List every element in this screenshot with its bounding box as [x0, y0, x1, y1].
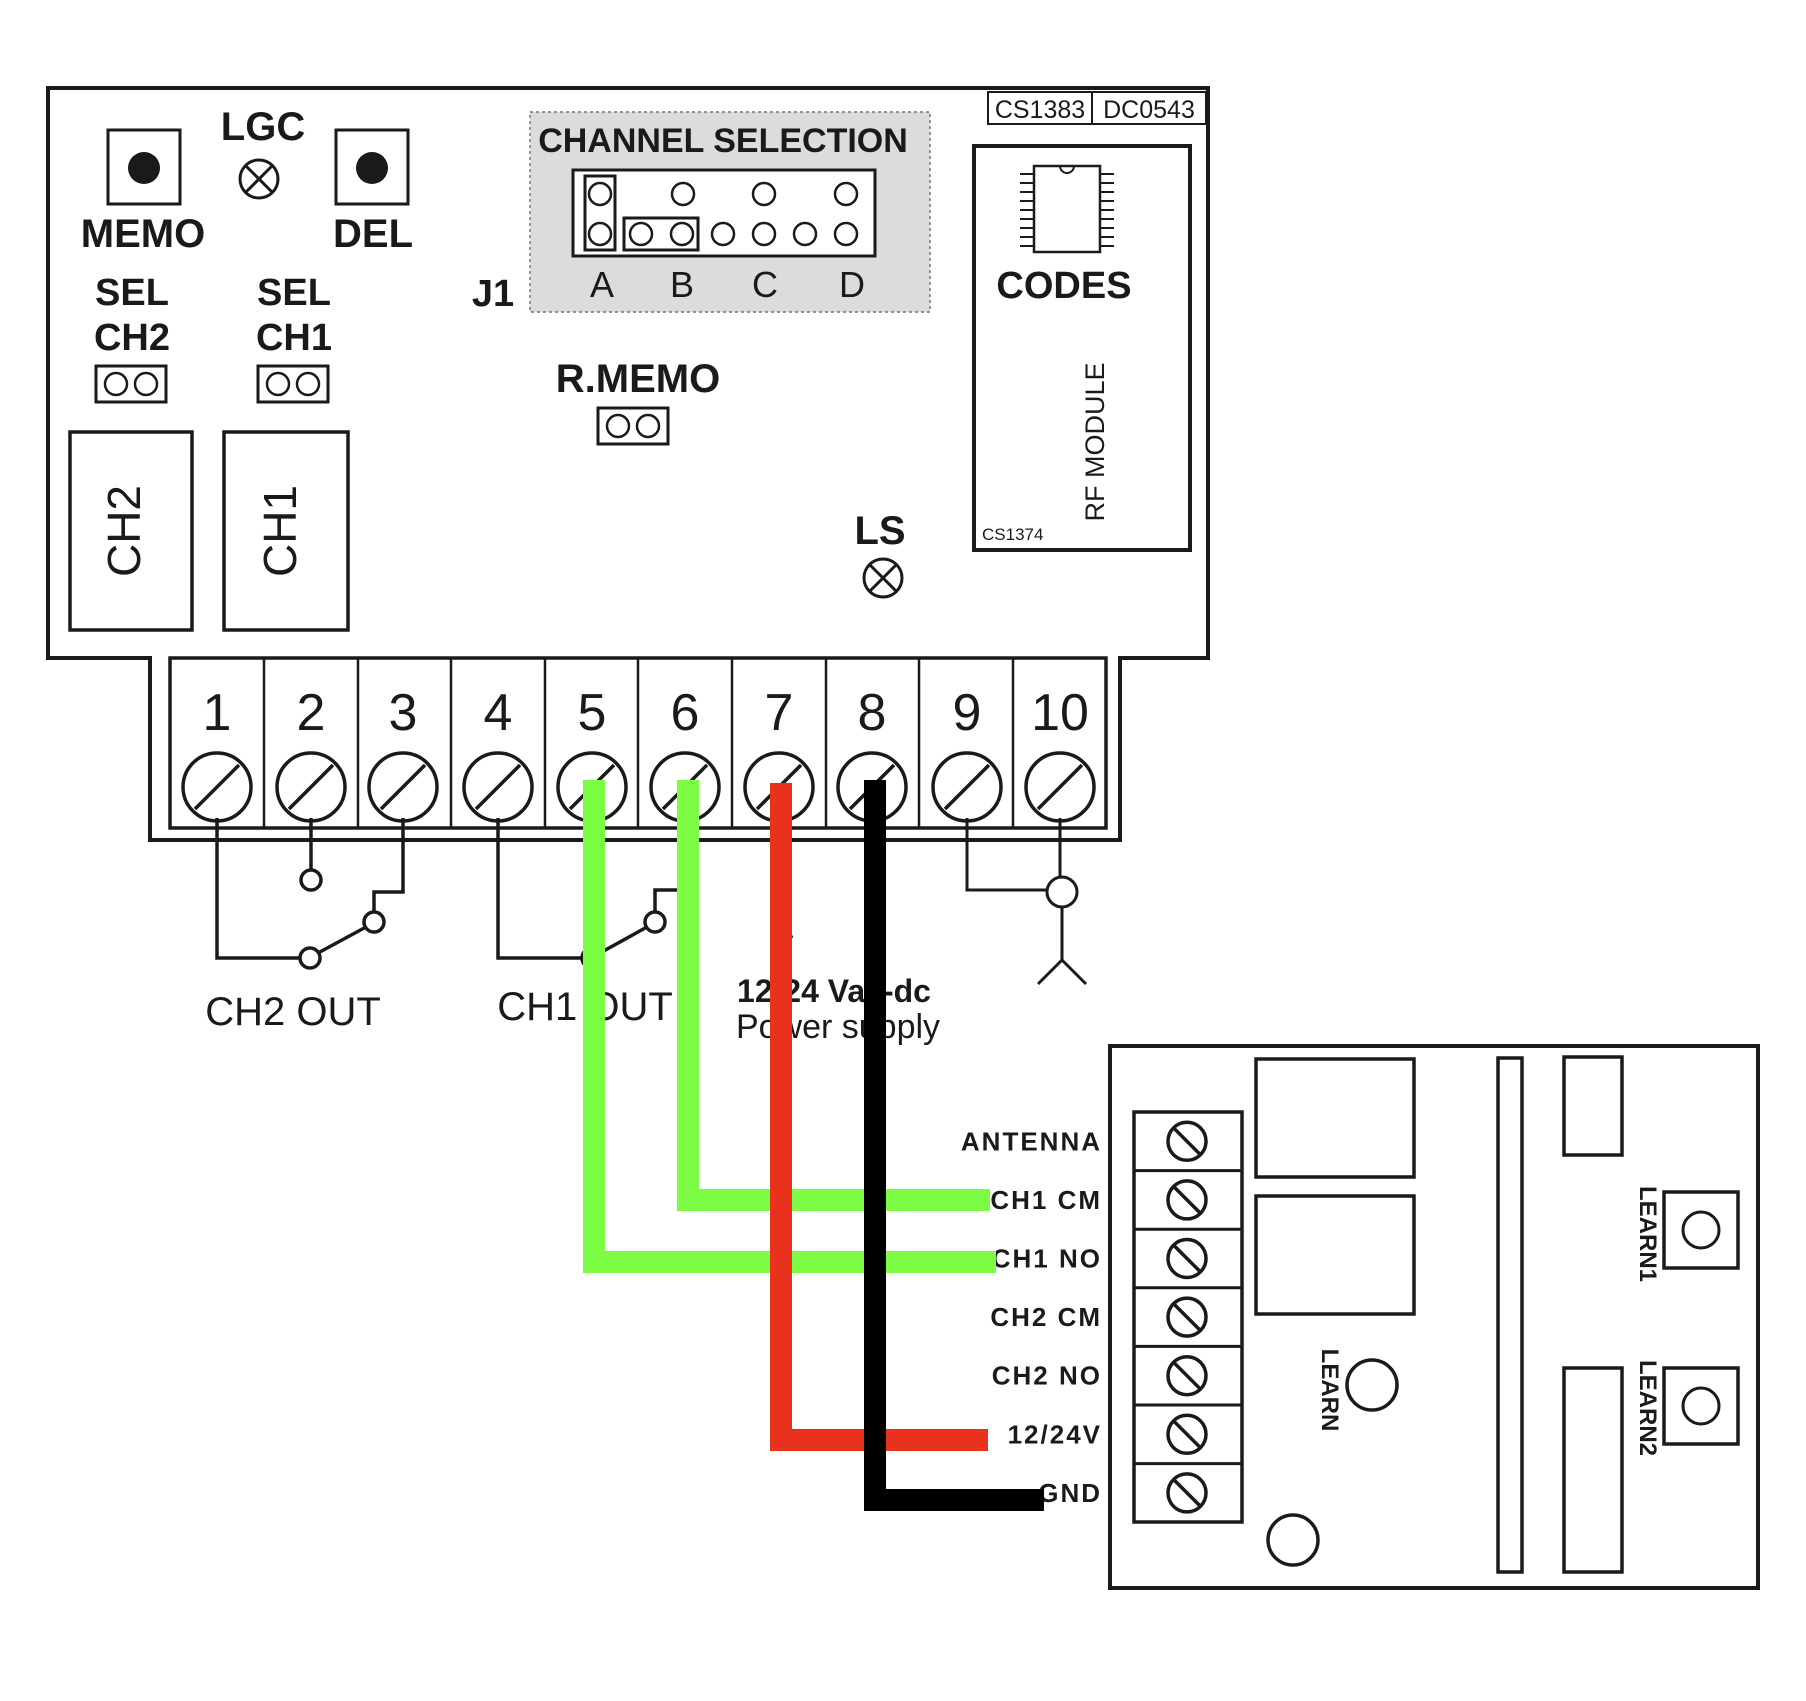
codes-label: CODES	[996, 265, 1131, 307]
learn-button[interactable]	[1345, 1358, 1399, 1412]
green-wire-ch1-no	[583, 780, 996, 1273]
power-supply-arrows	[780, 913, 878, 939]
receiver-terminal-ch2-cm-screw-icon[interactable]	[1166, 1296, 1208, 1338]
rf-module-label: RF MODULE	[1080, 362, 1110, 521]
del-label: DEL	[333, 212, 413, 256]
relay-ch1-label: CH1	[254, 485, 306, 577]
terminal-5-label: 5	[578, 684, 607, 742]
sel-ch1-label-line1: SEL	[257, 272, 331, 314]
terminal-1-screw-icon[interactable]	[181, 751, 253, 823]
channel-letter-c: C	[752, 264, 778, 305]
red-wire-12-24v	[770, 783, 988, 1451]
ls-led-icon	[862, 557, 904, 599]
terminal-2-screw-icon[interactable]	[275, 751, 347, 823]
control-board-outline	[46, 86, 1210, 842]
learn-label: LEARN	[1316, 1349, 1343, 1432]
learn1-button[interactable]	[1662, 1190, 1740, 1270]
sel-ch1-label-line2: CH1	[256, 317, 332, 359]
receiver-terminal-12-24v-screw-icon[interactable]	[1166, 1413, 1208, 1456]
jumper-a[interactable]	[583, 174, 617, 252]
relay-ch2-label: CH2	[98, 485, 150, 577]
ch2-out-contact	[215, 818, 405, 970]
code-id-box	[987, 91, 1207, 125]
sel-ch2-jumper[interactable]	[94, 364, 168, 404]
channel-letter-a: A	[590, 264, 614, 305]
learn2-button[interactable]	[1662, 1366, 1740, 1446]
channel-selection-title: CHANNEL SELECTION	[538, 122, 908, 160]
memo-button[interactable]	[106, 128, 182, 206]
channel-letter-b: B	[670, 264, 694, 305]
j1-label: J1	[472, 273, 514, 315]
relay-ch1	[222, 430, 350, 632]
terminal-9-label: 9	[953, 684, 982, 742]
rf-module-code: CS1374	[982, 525, 1043, 544]
lgc-label: LGC	[221, 105, 305, 149]
terminal-3-screw-icon[interactable]	[367, 751, 439, 823]
terminal-9-screw-icon[interactable]	[931, 751, 1003, 823]
receiver-terminal-ch2-no-label: CH2 NO	[992, 1361, 1102, 1391]
terminal-8-label: 8	[858, 684, 887, 742]
learn1-label: LEARN1	[1634, 1186, 1661, 1282]
receiver-terminal-ch1-no-screw-icon[interactable]	[1166, 1237, 1208, 1280]
receiver-mount-hole	[1266, 1513, 1320, 1567]
terminal-3-label: 3	[389, 684, 418, 742]
receiver-terminal-ch1-no-label: CH1 NO	[992, 1244, 1102, 1274]
power-supply-line2: Power supply	[736, 1008, 940, 1046]
memo-label: MEMO	[81, 212, 205, 256]
receiver-component-top	[1562, 1055, 1624, 1157]
ls-label: LS	[854, 509, 905, 553]
jumper-header	[571, 168, 877, 258]
chip-icon	[1020, 164, 1114, 254]
rmemo-jumper[interactable]	[596, 406, 670, 446]
terminal-4-label: 4	[484, 684, 513, 742]
terminal-6-label: 6	[671, 684, 700, 742]
sel-ch2-label-line2: CH2	[94, 317, 170, 359]
rmemo-label: R.MEMO	[556, 357, 720, 401]
power-supply-line1: 12-24 Vac-dc	[737, 973, 931, 1009]
terminal-4-screw-icon[interactable]	[462, 751, 534, 823]
green-wire-ch1-cm	[677, 780, 990, 1211]
receiver-component-bottom	[1562, 1366, 1624, 1574]
channel-letter-d: D	[839, 264, 865, 305]
jumper-b[interactable]	[622, 216, 700, 252]
receiver-antenna-strip	[1496, 1056, 1524, 1574]
lgc-led-icon	[238, 158, 280, 200]
terminal-1-label: 1	[203, 684, 232, 742]
terminal-10-label: 10	[1031, 684, 1089, 742]
del-button[interactable]	[334, 128, 410, 206]
code-id-1: CS1383	[995, 96, 1085, 124]
receiver-terminal-antenna-label: ANTENNA	[961, 1126, 1102, 1156]
receiver-terminal-gnd-screw-icon[interactable]	[1166, 1472, 1208, 1514]
terminal-7-label: 7	[765, 684, 794, 742]
receiver-terminal-gnd-label: GND	[1038, 1478, 1102, 1508]
sel-ch2-label-line1: SEL	[95, 272, 169, 314]
ch2-out-label: CH2 OUT	[205, 990, 381, 1034]
receiver-terminal-ch1-cm-screw-icon[interactable]	[1166, 1179, 1208, 1221]
code-id-2: DC0543	[1103, 96, 1195, 124]
jumper-pins	[670, 181, 859, 247]
terminal-2-label: 2	[297, 684, 326, 742]
receiver-terminal-12-24v-label: 12/24V	[1008, 1419, 1102, 1449]
sensor-icon	[965, 818, 1088, 986]
learn2-label: LEARN2	[1634, 1360, 1661, 1456]
receiver-terminal-antenna-screw-icon[interactable]	[1166, 1120, 1208, 1163]
terminal-10-screw-icon[interactable]	[1024, 751, 1096, 823]
sel-ch1-jumper[interactable]	[256, 364, 330, 404]
receiver-terminal-ch2-cm-label: CH2 CM	[990, 1302, 1102, 1332]
receiver-relay-2	[1254, 1194, 1416, 1316]
receiver-terminal-ch1-cm-label: CH1 CM	[990, 1185, 1102, 1215]
black-wire-gnd	[864, 780, 1044, 1511]
receiver-relay-1	[1254, 1057, 1416, 1179]
receiver-terminal-ch2-no-screw-icon[interactable]	[1166, 1354, 1208, 1397]
relay-ch2	[68, 430, 194, 632]
